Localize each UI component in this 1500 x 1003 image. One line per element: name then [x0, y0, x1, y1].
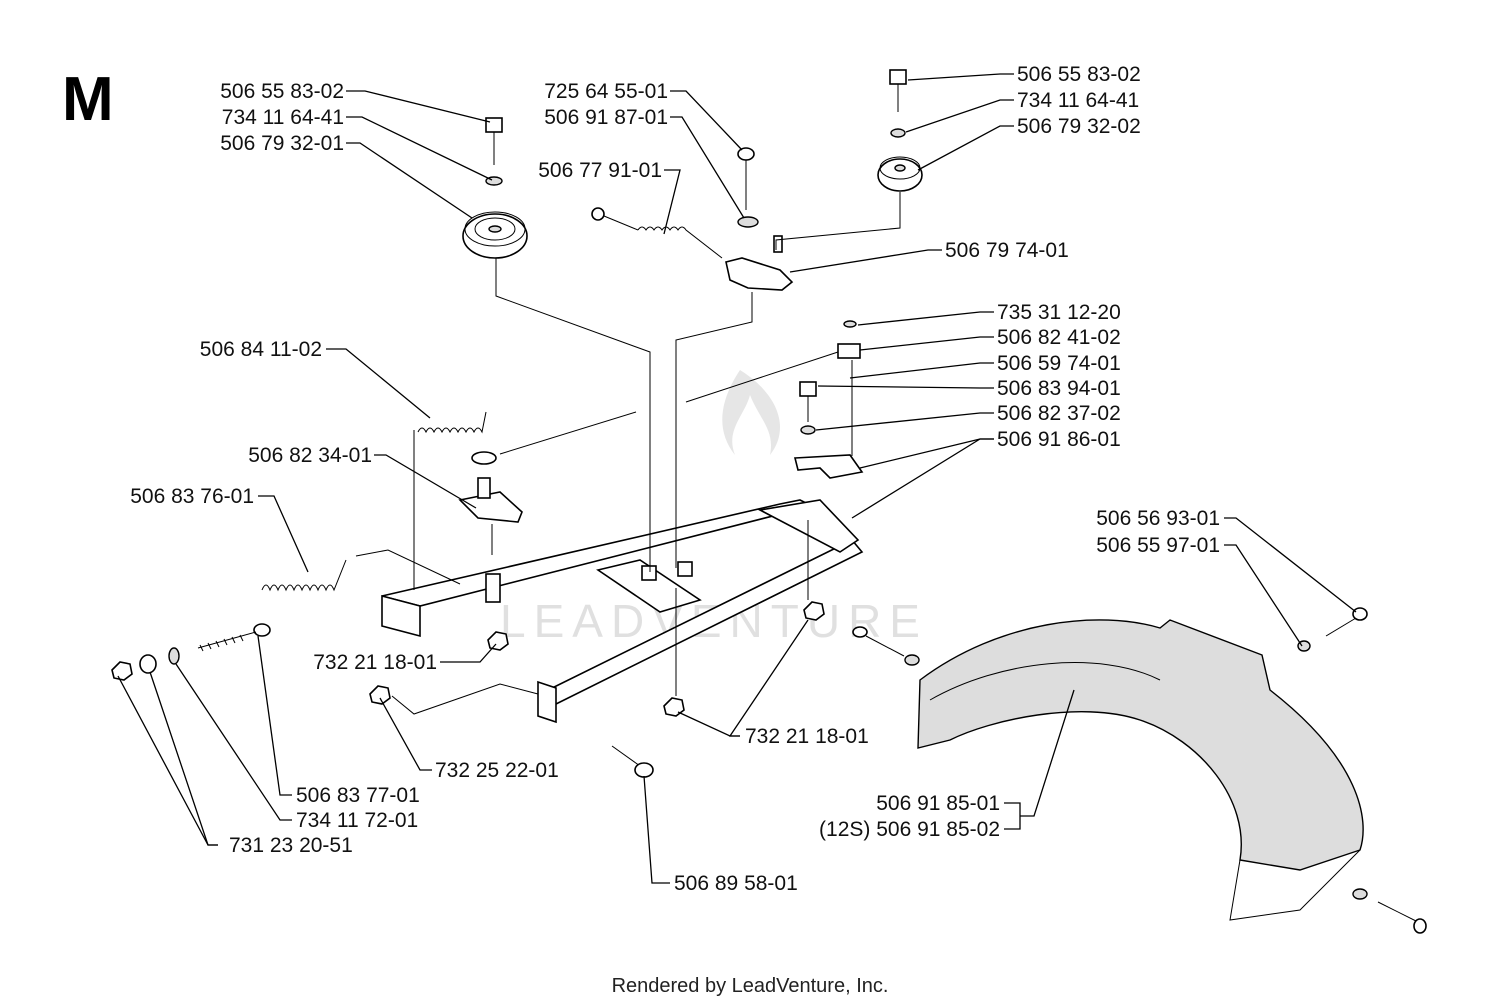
part-number-label: 506 79 32-02 — [1017, 115, 1141, 138]
main-frame — [381, 499, 864, 724]
plate-icon — [458, 491, 523, 523]
bolt-head-icon — [1352, 607, 1368, 621]
part-number-label: 506 91 85-01 — [876, 792, 1000, 815]
section-letter: M — [62, 65, 114, 134]
spring-icon — [261, 559, 347, 592]
washer-icon — [800, 425, 816, 435]
bolt-head-icon — [852, 626, 868, 638]
flange-nut-icon — [369, 685, 391, 705]
link-icon — [471, 451, 497, 465]
part-number-label: 506 83 76-01 — [130, 485, 254, 508]
bolt-head-icon — [634, 762, 654, 778]
nut-icon — [663, 697, 685, 717]
part-number-label: 506 79 32-01 — [220, 132, 344, 155]
guard-icon — [917, 619, 1364, 871]
bolt-head-icon — [889, 69, 907, 85]
bolt-head-icon — [1413, 918, 1427, 934]
part-number-label: 506 84 11-02 — [200, 338, 322, 361]
parts-drawing — [111, 69, 1427, 934]
footer-credit: Rendered by LeadVenture, Inc. — [612, 975, 889, 997]
part-number-label: 732 21 18-01 — [313, 651, 437, 674]
part-number-label: 732 21 18-01 — [745, 725, 869, 748]
spring-icon — [417, 411, 487, 434]
link-icon — [837, 343, 861, 359]
flame-logo-icon — [722, 370, 780, 455]
idler-arm-assembly — [591, 147, 794, 291]
leader-lines — [117, 73, 1357, 884]
part-number-label: 506 59 74-01 — [997, 352, 1121, 375]
clip-icon — [843, 320, 857, 328]
washer-icon — [1352, 888, 1368, 900]
assembly-lines — [355, 192, 901, 715]
mid-spring-and-plate — [417, 411, 523, 555]
part-number-label: 731 23 20-51 — [229, 834, 353, 857]
part-number-label: 506 77 91-01 — [538, 159, 662, 182]
bracket-icon — [793, 454, 864, 479]
washer-icon — [737, 216, 759, 228]
top-right-pulley-assembly — [877, 69, 923, 192]
part-number-label: 725 64 55-01 — [544, 80, 668, 103]
cable-icon — [685, 351, 839, 403]
eyebolt-icon — [253, 623, 271, 637]
hex-nut-icon — [111, 661, 133, 681]
pulley-icon — [462, 213, 528, 259]
spring-hook-icon — [591, 207, 605, 221]
part-number-label: 732 25 22-01 — [435, 759, 559, 782]
part-number-label: 506 82 37-02 — [997, 402, 1121, 425]
part-number-label: 506 55 83-02 — [1017, 63, 1141, 86]
bolt-head-icon — [737, 147, 755, 161]
part-number-label: 506 82 34-01 — [248, 444, 372, 467]
washer-icon — [890, 128, 906, 138]
bolt-head-icon — [485, 117, 503, 133]
frame-corner-icon — [757, 499, 860, 553]
frame-rail-icon — [381, 499, 815, 607]
part-number-label: 506 83 77-01 — [296, 784, 420, 807]
part-number-label: (12S) 506 91 85-02 — [819, 818, 1000, 841]
part-number-label: 506 83 94-01 — [997, 377, 1121, 400]
part-number-label: 506 55 83-02 — [220, 80, 344, 103]
pulley-icon — [877, 158, 923, 192]
part-number-label: 506 56 93-01 — [1096, 507, 1220, 530]
top-left-pulley-assembly — [462, 117, 528, 259]
cable-linkage — [499, 320, 864, 479]
nut-icon — [803, 601, 825, 621]
part-number-label: 735 31 12-20 — [997, 301, 1121, 324]
nut-icon — [139, 654, 157, 674]
washer-icon — [168, 647, 180, 665]
watermark: LEADVENTURE — [500, 370, 920, 647]
part-number-label: 734 11 72-01 — [296, 809, 418, 832]
bushing-icon — [485, 573, 501, 603]
part-number-label: 506 91 87-01 — [544, 106, 668, 129]
part-number-label: 506 82 41-02 — [997, 326, 1121, 349]
belt-guard — [852, 607, 1427, 934]
part-number-label: 506 79 74-01 — [945, 239, 1069, 262]
part-number-label: 734 11 64-41 — [1017, 89, 1139, 112]
spring-icon — [603, 215, 723, 259]
part-number-label: 506 91 86-01 — [997, 428, 1121, 451]
part-number-label: 506 55 97-01 — [1096, 534, 1220, 557]
left-spring-and-hardware — [111, 559, 825, 778]
part-labels: 506 55 83-02 734 11 64-41 506 79 32-01 7… — [130, 63, 1220, 895]
part-number-label: 506 89 58-01 — [674, 872, 798, 895]
part-number-label: 734 11 64-41 — [222, 106, 344, 129]
idler-arm-icon — [725, 257, 794, 291]
nut-icon — [487, 631, 509, 651]
washer-icon — [904, 654, 920, 666]
bolt-head-icon — [799, 381, 817, 397]
